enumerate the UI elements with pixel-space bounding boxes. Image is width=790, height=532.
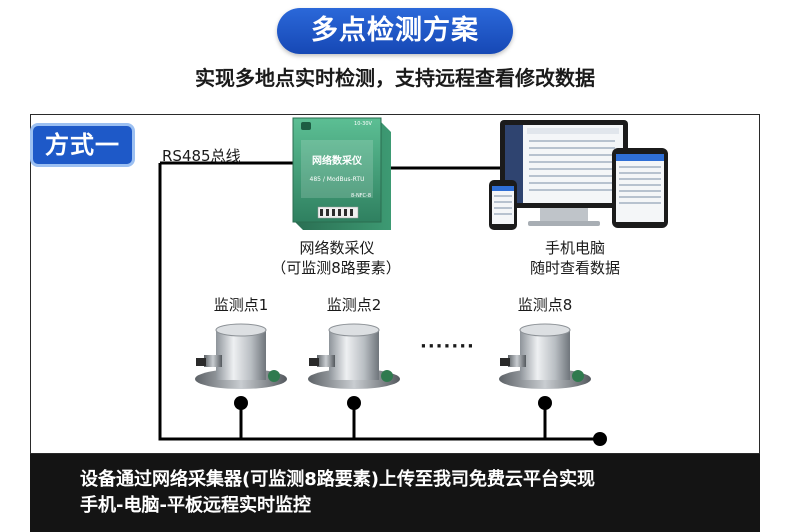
method-badge: 方式一 (30, 123, 135, 167)
sensor-2-device (308, 323, 400, 389)
sensor-1-device (195, 323, 287, 389)
collector-caption-2: （可监测8路要素） (271, 259, 401, 277)
monitor-icon (500, 120, 628, 226)
tablet-icon (612, 148, 668, 228)
sensor-8-device (499, 323, 591, 389)
device-tag: 8-NFC-8 (350, 193, 372, 199)
bus-label: RS485总线 (162, 147, 241, 165)
sensor-label-1: 监测点1 (213, 296, 269, 314)
device-protocol: 485 / ModBus-RTU (309, 176, 365, 183)
page-title: 多点检测方案 (277, 8, 513, 54)
footer-line-1: 设备通过网络采集器(可监测8路要素)上传至我司免费云平台实现 (80, 469, 595, 490)
bus-end-node (593, 432, 607, 446)
page-subtitle: 实现多地点实时检测，支持远程查看修改数据 (195, 66, 595, 90)
sensor-label-8: 监测点8 (517, 296, 573, 314)
terminal-caption-2: 随时查看数据 (529, 259, 620, 277)
footer-bar (30, 454, 760, 532)
bus-node-1 (234, 396, 248, 410)
collector-caption-1: 网络数采仪 (299, 239, 375, 257)
ellipsis-text: ······· (420, 336, 475, 357)
footer-line-2: 手机-电脑-平板远程实时监控 (80, 495, 311, 516)
device-title: 网络数采仪 (312, 156, 362, 167)
phone-icon (489, 180, 517, 230)
device-voltage: 10-30V (354, 121, 372, 127)
network-collector-device (292, 117, 391, 230)
bus-node-2 (347, 396, 361, 410)
terminal-caption-1: 手机电脑 (544, 239, 605, 257)
bus-node-8 (538, 396, 552, 410)
sensor-label-2: 监测点2 (326, 296, 382, 314)
